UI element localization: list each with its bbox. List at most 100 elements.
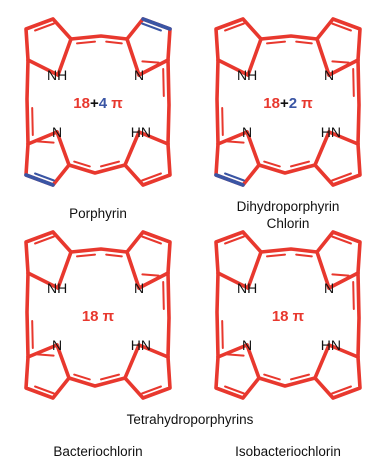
ring-bond-tl [26,58,60,77]
beta-double-bond-tl [34,22,55,32]
double-bond [73,373,91,381]
caption-bacteriochlorin: Bacteriochlorin [53,444,142,459]
ring-bond-br [327,343,360,359]
atom-label-br: HN [131,337,151,353]
ring-bond-tr [137,271,170,290]
atom-label-bl: N [242,337,252,353]
caption-porphyrin: Porphyrin [69,206,127,221]
ring-bond-tl [216,271,250,290]
ring-bond-tr [137,58,170,77]
ring-bond-tr [125,37,141,77]
isobacteriochlorin-structure: NH N HN N 18 π [214,230,362,400]
atom-label-bl: N [52,124,62,140]
double-bond [73,160,91,168]
atom-label-bl: N [242,124,252,140]
imine-double-bond-bl [226,140,245,144]
ring-bond-bl [26,343,59,359]
ring-bond-tl [246,250,263,290]
atom-label-tr: N [134,67,144,83]
double-bond [352,281,355,310]
ring-bond-bl [55,130,71,167]
ring-bond-tr [327,271,360,290]
conjugation-pathway [24,230,172,400]
ring-bond-tr [327,58,360,77]
beta-double-bond-tr [331,22,352,32]
ring-bond-br [123,343,141,380]
atom-label-br: HN [321,124,341,140]
beta-bond-bl [214,173,245,187]
double-bond [162,281,165,310]
double-bond [263,160,281,168]
chlorin-structure: NH N HN N 18+2 π [214,17,362,187]
atom-label-tl: NH [237,67,257,83]
beta-double-bond-br [331,172,352,182]
atom-label-tr: N [324,280,334,296]
imine-double-bond-bl [36,353,55,357]
beta-double-bond-br [141,385,162,395]
imine-double-bond-tr [141,60,160,64]
caption-dihydroporphyrin: Dihydroporphyrin [237,199,340,214]
beta-double-bond-tr [331,235,352,245]
conjugation-pathway [214,230,362,400]
beta-double-bond-bl [224,385,245,395]
pi-electron-count: 18 π [82,308,115,325]
double-bond [162,68,165,97]
double-bond [290,160,310,168]
beta-double-bond-tl [34,235,55,245]
pi-electron-count: 18+2 π [263,95,313,112]
imine-double-bond-tr [331,60,350,64]
imine-double-bond-bl [226,353,245,357]
atom-label-tl: NH [237,280,257,296]
ring-bond-bl [55,343,71,380]
ring-bond-bl [216,343,249,359]
double-bond [100,160,120,168]
ring-bond-br [313,130,331,167]
conjugation-pathway [24,17,172,187]
ring-bond-tl [246,37,263,77]
ring-bond-tl [216,58,250,77]
double-bond [221,107,224,136]
atom-label-tr: N [134,280,144,296]
ring-bond-tr [125,250,141,290]
double-bond [221,320,224,349]
ring-bond-bl [245,130,261,167]
double-bond [100,373,120,381]
atom-label-br: HN [131,124,151,140]
atom-label-bl: N [52,337,62,353]
pi-electron-count: 18 π [272,308,305,325]
ring-bond-br [327,130,360,146]
imine-double-bond-tr [141,273,160,277]
ring-bond-br [137,130,170,146]
double-bond [31,320,34,349]
ring-bond-tr [315,250,331,290]
atom-label-tl: NH [47,280,67,296]
atom-label-tr: N [324,67,334,83]
ring-bond-bl [26,130,59,146]
beta-double-bond-tl [224,235,245,245]
imine-double-bond-tr [331,273,350,277]
ring-bond-tr [315,37,331,77]
double-bond [263,373,281,381]
double-bond [295,40,313,45]
double-bond [266,253,286,258]
beta-double-bond-bl [34,172,55,182]
beta-double-bond-tl [224,22,245,32]
double-bond [295,253,313,258]
ring-bond-tl [26,271,60,290]
double-bond [290,373,310,381]
ring-bond-bl [216,130,249,146]
caption-chlorin: Chlorin [267,216,310,231]
double-bond [76,40,96,45]
atom-label-tl: NH [47,67,67,83]
bacteriochlorin-structure: NH N HN N 18 π [24,230,172,400]
beta-bond-bl [24,173,55,187]
ring-bond-br [313,343,331,380]
imine-double-bond-bl [36,140,55,144]
double-bond [76,253,96,258]
caption-isobacteriochlorin: Isobacteriochlorin [235,444,341,459]
atom-label-br: HN [321,337,341,353]
beta-double-bond-br [141,172,162,182]
conjugation-pathway [214,17,362,187]
